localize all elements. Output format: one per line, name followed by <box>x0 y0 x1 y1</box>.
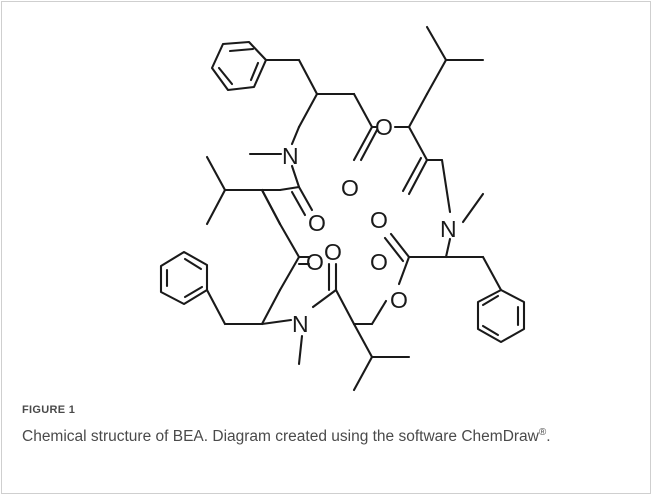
bond <box>290 164 301 189</box>
bond <box>278 222 301 259</box>
atom-nitrogen-bottom: N <box>292 311 309 337</box>
atom-oxygen-carbonyl-amide-left: O <box>308 210 326 236</box>
bond <box>297 92 319 129</box>
bond <box>389 232 411 259</box>
atom-nitrogen-top: N <box>282 143 299 169</box>
bond <box>425 58 448 96</box>
bond <box>311 288 338 309</box>
bond <box>352 92 374 129</box>
atom-oxygen-ketone: O <box>306 249 324 275</box>
bond <box>352 125 374 162</box>
atom-oxygen-carbonyl-ester-right: O <box>370 249 388 275</box>
bond <box>425 25 448 62</box>
bond <box>297 185 314 212</box>
caption-main-text: Chemical structure of BEA. Diagram creat… <box>22 428 539 446</box>
atom-oxygen-carbonyl-top-ester: O <box>341 175 359 201</box>
atom-oxygen-carbonyl-amide-bottom: O <box>324 239 342 265</box>
bond <box>481 255 503 292</box>
bond <box>397 255 411 286</box>
phenyl-ring-bottom-left <box>159 250 209 306</box>
atom-oxygen-carbonyl-amide-right: O <box>370 207 388 233</box>
registered-mark: ® <box>538 427 547 438</box>
bond <box>297 58 319 96</box>
bond <box>260 288 282 326</box>
figure-caption: Chemical structure of BEA. Diagram creat… <box>22 422 622 447</box>
bond <box>461 192 485 224</box>
bond <box>260 188 282 226</box>
bond <box>205 155 227 192</box>
bond <box>297 334 304 366</box>
bond <box>205 288 227 326</box>
chemical-structure-diagram: N O O O N O O <box>159 25 526 392</box>
bond <box>359 128 379 162</box>
bond <box>401 156 423 193</box>
atom-oxygen-ring-top: O <box>375 114 393 140</box>
atom-nitrogen-right: N <box>440 216 457 242</box>
bond <box>334 288 356 326</box>
bond <box>407 158 429 196</box>
bond <box>290 190 307 217</box>
bond <box>278 255 301 292</box>
bond <box>352 355 374 392</box>
bond <box>444 237 452 259</box>
bond <box>440 158 452 214</box>
bond <box>290 125 301 146</box>
bond <box>407 92 429 129</box>
bond <box>370 299 388 326</box>
phenyl-ring-top-left <box>210 40 268 92</box>
bond <box>260 318 293 326</box>
atom-oxygen-ring-bottom: O <box>390 287 408 313</box>
phenyl-ring-bottom-right <box>476 288 526 344</box>
bond <box>383 236 405 263</box>
figure-label: FIGURE 1 <box>22 404 76 416</box>
bond <box>352 322 374 359</box>
bond <box>407 125 429 162</box>
bond <box>205 188 227 226</box>
bond <box>278 185 301 192</box>
caption-end: . <box>546 428 551 446</box>
